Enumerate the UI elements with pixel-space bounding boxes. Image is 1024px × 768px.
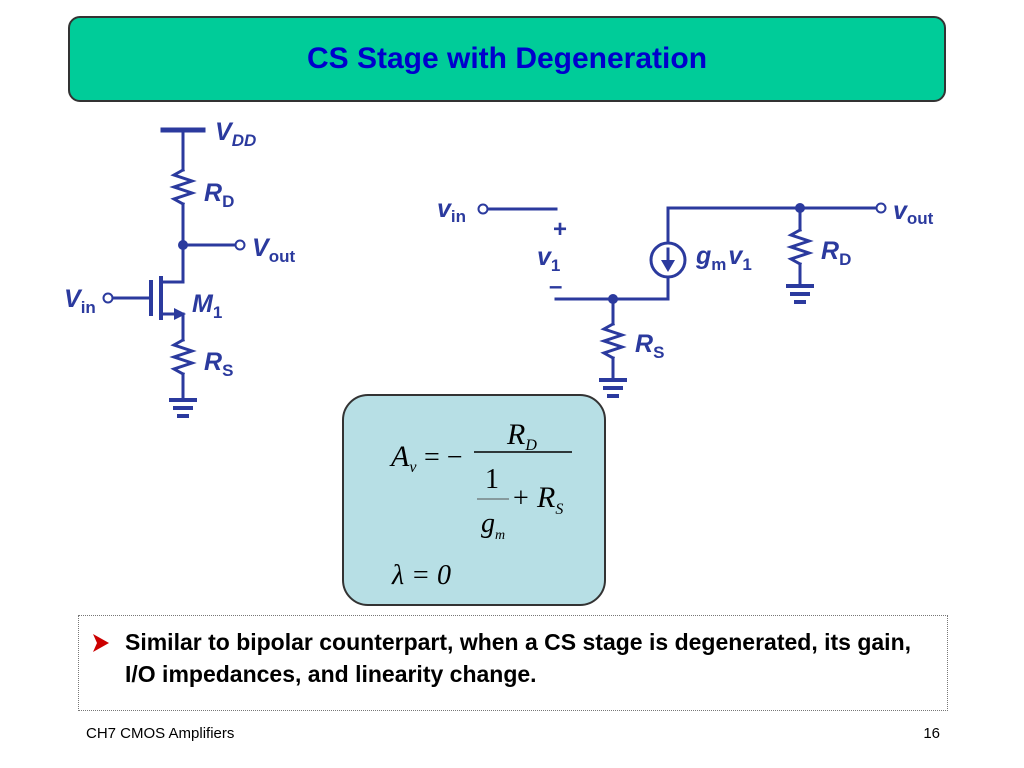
vin-terminal — [102, 292, 114, 304]
minus-label: – — [549, 273, 562, 300]
denominator-plus: + — [513, 483, 529, 514]
denominator-one: 1 — [485, 464, 499, 495]
equation-box: Av = − RD 1 gm + RS λ = 0 — [342, 394, 606, 606]
left-rs-resistor — [169, 337, 197, 377]
right-rs-resistor — [599, 321, 627, 361]
denominator-rs: RS — [536, 481, 563, 518]
m1-label: M1 — [192, 290, 222, 322]
plus-label: + — [553, 216, 567, 243]
output-node-wire — [666, 206, 878, 245]
title-banner: CS Stage with Degeneration — [68, 16, 946, 102]
left-rs-label: RS — [204, 348, 233, 380]
equals-minus: = − — [424, 442, 463, 473]
v1-label: v1 — [537, 243, 560, 275]
vdd-label: VDD — [215, 118, 256, 150]
numerator: RD — [506, 418, 537, 454]
bullet-box: Similar to bipolar counterpart, when a C… — [78, 615, 948, 711]
right-rd-label: RD — [821, 237, 851, 269]
arrow-bullet-icon — [93, 634, 109, 652]
left-vin-label: Vin — [64, 285, 96, 317]
cs-arrow-head — [661, 260, 675, 272]
right-vin-terminal — [477, 203, 489, 215]
left-circuit: VDD RD Vout Vin M1 RS — [64, 118, 295, 418]
source-arrow — [174, 308, 186, 320]
left-rd-label: RD — [204, 179, 234, 211]
page-number: 16 — [923, 725, 940, 742]
right-vout-terminal — [875, 202, 887, 214]
gm-v1-label: gmv1 — [695, 242, 752, 274]
denominator-gm: gm — [481, 508, 505, 543]
left-rd-resistor — [169, 167, 197, 207]
left-vout-label: Vout — [252, 234, 295, 266]
gain-symbol: Av — [389, 440, 417, 476]
right-vout-label: vout — [893, 197, 934, 228]
right-circuit: vin + v1 – gmv1 RD vout RS — [437, 195, 934, 398]
slide-title: CS Stage with Degeneration — [306, 42, 708, 75]
bullet-text: Similar to bipolar counterpart, when a C… — [125, 629, 912, 687]
right-rs-label: RS — [635, 330, 664, 362]
right-rd-resistor — [786, 227, 814, 267]
gain-equation: Av = − RD 1 gm + RS λ = 0 — [389, 418, 572, 591]
vout-terminal — [234, 239, 246, 251]
right-vin-label: vin — [437, 195, 466, 226]
footer-course: CH7 CMOS Amplifiers — [86, 725, 235, 742]
lambda-equation: λ = 0 — [391, 560, 451, 591]
